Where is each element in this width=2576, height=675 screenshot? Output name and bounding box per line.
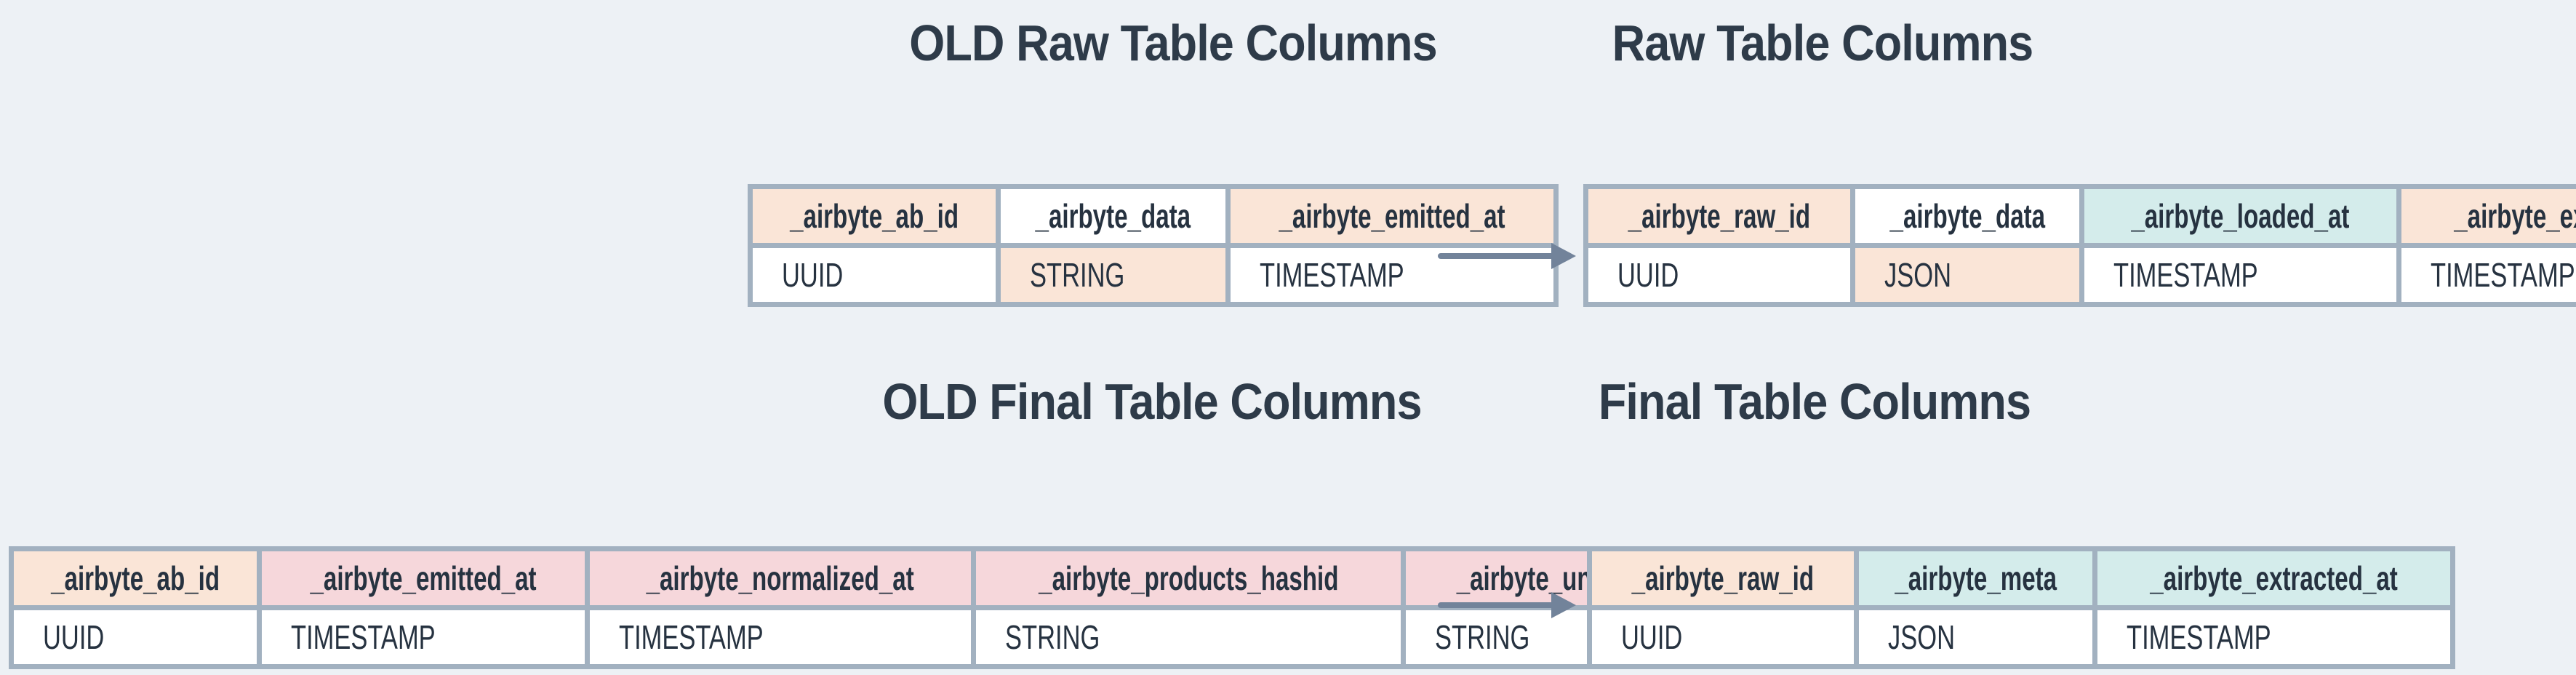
column-type-label: TIMESTAMP [1259,256,1404,294]
column-type-label: UUID [43,618,105,656]
column-type-label: TIMESTAMP [2113,256,2259,294]
column-type-cell: TIMESTAMP [585,605,976,669]
column-type-cell: JSON [1853,605,2098,669]
old-final-table: _airbyte_ab_id _airbyte_emitted_at _airbyt… [8,546,1751,669]
column-name-cell: _airbyte_meta [1853,546,2098,610]
raw-table-grid: _airbyte_raw_id _airbyte_data _airbyte_loa… [1583,184,2576,307]
column-type-label: TIMESTAMP [291,618,436,656]
column-type-cell: STRING [970,605,1407,669]
column-name-label: _airbyte_ab_id [51,559,220,597]
column-name-label: _airbyte_emitted_at [1279,197,1505,235]
column-name-label: _airbyte_raw_id [1628,197,1811,235]
column-name-cell: _airbyte_ab_id [8,546,263,610]
column-name-cell: _airbyte_normalized_at [585,546,976,610]
final-table-grid: _airbyte_raw_id _airbyte_meta _airbyte_ext… [1587,546,2456,669]
column-type-cell: JSON [1849,243,2085,307]
raw-migration-arrow-right-icon [1438,243,1576,269]
column-name-cell: _airbyte_raw_id [1583,184,1855,248]
column-name-label: _airbyte_products_hashid [1038,559,1339,597]
column-type-cell: TIMESTAMP [257,605,591,669]
column-types-row: UUID JSON TIMESTAMP [1587,605,2456,669]
column-type-cell: UUID [747,243,1001,307]
column-type-label: UUID [782,256,844,294]
column-name-cell: _airbyte_products_hashid [970,546,1407,610]
column-type-cell: UUID [1587,605,1859,669]
old-raw-table-grid: _airbyte_ab_id _airbyte_data _airbyte_emit… [747,184,1559,307]
column-type-label: JSON [1887,618,1955,656]
column-name-label: _airbyte_emitted_at [310,559,537,597]
column-type-cell: TIMESTAMP [2079,243,2402,307]
column-type-label: TIMESTAMP [2127,618,2271,656]
column-type-label: TIMESTAMP [2431,256,2575,294]
column-types-row: UUID JSON TIMESTAMP TIMESTAMP [1583,243,2576,307]
column-name-cell: _airbyte_raw_id [1587,546,1859,610]
column-type-label: STRING [1435,618,1530,656]
column-name-cell: _airbyte_extracted_at [2092,546,2456,610]
column-name-label: _airbyte_raw_id [1631,559,1815,597]
column-name-cell: _airbyte_extracted_at [2396,184,2576,248]
column-name-label: _airbyte_loaded_at [2131,197,2350,235]
column-types-row: UUID STRING TIMESTAMP [747,243,1559,307]
column-name-label: _airbyte_meta [1895,559,2057,597]
column-names-row: _airbyte_raw_id _airbyte_data _airbyte_loa… [1583,184,2576,248]
column-type-cell: TIMESTAMP [2396,243,2576,307]
column-type-cell: UUID [1583,243,1855,307]
old-final-table-title: OLD Final Table Columns [882,373,1422,430]
column-name-label: _airbyte_ab_id [790,197,959,235]
old-final-table-grid: _airbyte_ab_id _airbyte_emitted_at _airbyt… [8,546,1751,669]
column-name-label: _airbyte_normalized_at [646,559,915,597]
final-table-title: Final Table Columns [1598,373,2031,430]
column-types-row: UUID TIMESTAMP TIMESTAMP STRING STRING [8,605,1751,669]
column-type-label: UUID [1621,618,1683,656]
column-type-cell: UUID [8,605,263,669]
arrow-line [1438,253,1556,259]
column-name-cell: _airbyte_ab_id [747,184,1001,248]
final-migration-arrow-right-icon [1438,592,1576,618]
old-raw-table: _airbyte_ab_id _airbyte_data _airbyte_emit… [747,184,1559,307]
arrow-line [1438,602,1556,608]
column-type-cell: TIMESTAMP [2092,605,2456,669]
column-name-label: _airbyte_data [1035,197,1191,235]
column-type-label: TIMESTAMP [619,618,764,656]
column-type-label: STRING [1030,256,1125,294]
column-name-label: _airbyte_extracted_at [2150,559,2398,597]
column-name-cell: _airbyte_data [996,184,1231,248]
column-name-cell: _airbyte_loaded_at [2079,184,2402,248]
column-name-cell: _airbyte_data [1849,184,2085,248]
column-type-cell: STRING [996,243,1231,307]
column-type-label: UUID [1617,256,1679,294]
column-names-row: _airbyte_raw_id _airbyte_meta _airbyte_ext… [1587,546,2456,610]
column-name-cell: _airbyte_emitted_at [1225,184,1559,248]
column-type-label: STRING [1004,618,1100,656]
column-names-row: _airbyte_ab_id _airbyte_data _airbyte_emit… [747,184,1559,248]
column-name-cell: _airbyte_emitted_at [257,546,591,610]
raw-table-title: Raw Table Columns [1612,15,2034,71]
column-names-row: _airbyte_ab_id _airbyte_emitted_at _airbyt… [8,546,1751,610]
arrow-head-icon [1551,592,1576,618]
raw-table: _airbyte_raw_id _airbyte_data _airbyte_loa… [1583,184,2576,307]
column-type-label: JSON [1884,256,1951,294]
old-raw-table-title: OLD Raw Table Columns [909,15,1437,71]
column-name-label: _airbyte_extracted_at [2454,197,2576,235]
column-name-label: _airbyte_data [1889,197,2045,235]
final-table: _airbyte_raw_id _airbyte_meta _airbyte_ext… [1587,546,2456,669]
arrow-head-icon [1551,243,1576,269]
